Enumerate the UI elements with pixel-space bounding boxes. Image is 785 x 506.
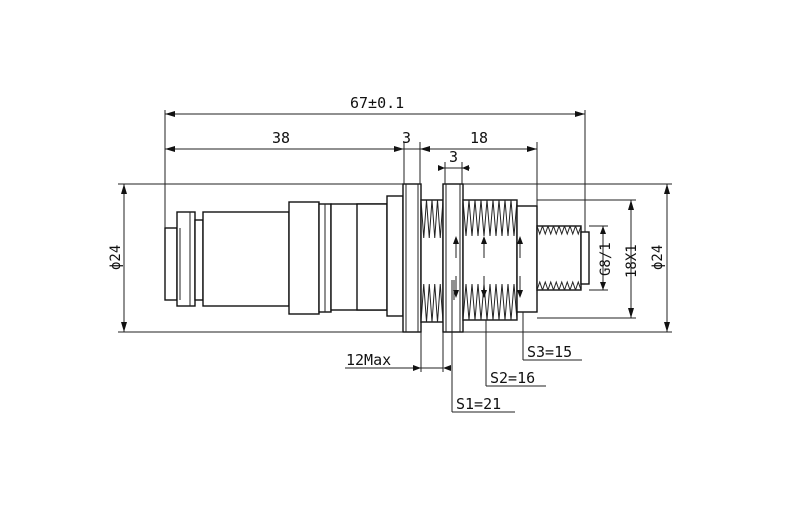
port-thread [536,225,582,291]
thread-tooth [547,225,554,236]
panel-max-label: 12Max [346,351,391,369]
thread-tooth [553,225,560,236]
thread-tooth [462,283,470,321]
flange-thickness-label: 3 [402,129,411,147]
nut-thickness-label: 3 [449,148,458,166]
thread-tooth [420,283,427,323]
thread-tooth [462,199,470,237]
thread-tooth [542,225,549,236]
thread-tooth [510,283,518,321]
thread-tooth [547,280,554,291]
thread-tooth [486,199,494,237]
thread-tooth [420,199,427,239]
sleeve-step [288,201,320,315]
sleeve-body-b [356,203,388,311]
plug-nose [164,227,178,301]
overall-length-label: 67±0.1 [350,94,404,112]
plug-length-label: 38 [272,129,290,147]
thread-tooth [426,283,433,323]
thread-tooth [468,283,476,321]
thread-tooth [498,283,506,321]
diameter-left-label: ϕ24 [108,245,124,270]
plug-groove [194,219,204,301]
thread-tooth [575,280,582,291]
s3-label: S3=15 [527,343,572,361]
thread-tooth [564,280,571,291]
dimension-lines [118,110,672,413]
thread-tooth [492,199,500,237]
thread-tooth [426,199,433,239]
thread-tooth [504,283,512,321]
thread-tooth [569,280,576,291]
thread-tooth [437,283,444,323]
internal-arrows [453,236,523,298]
dimension-labels: 67±0.1 38 3 18 3 ϕ24 ϕ24 18X1 G8/1 12Max… [108,94,666,413]
thread-tooth [474,283,482,321]
thread-tooth [536,280,543,291]
thread-tooth [437,199,444,239]
thread-tooth [558,225,565,236]
s1-label: S1=21 [456,395,501,413]
thread-tooth [504,199,512,237]
thread-tooth [558,280,565,291]
thread-tooth [468,199,476,237]
thread-tooth [498,199,506,237]
thread-tooth [510,199,518,237]
thread-section-label: 18 [470,129,488,147]
s2-label: S2=16 [490,369,535,387]
coupling-body [164,183,590,333]
thread-tooth [553,280,560,291]
thread-tooth [564,225,571,236]
thread-tooth [542,280,549,291]
thread-b [462,199,518,321]
port-end [580,231,590,285]
thread-tooth [575,225,582,236]
thread-tooth [569,225,576,236]
thread-a [420,199,444,323]
thread-tooth [486,283,494,321]
thread-size-label: 18X1 [624,244,640,278]
sleeve-shoulder [386,195,404,317]
thread-tooth [431,199,438,239]
diameter-right-label: ϕ24 [650,245,666,270]
plug-sleeve [202,211,290,307]
thread-tooth [536,225,543,236]
port-thread-label: G8/1 [598,242,614,276]
thread-tooth [431,283,438,323]
thread-tooth [492,283,500,321]
thread-tooth [474,199,482,237]
